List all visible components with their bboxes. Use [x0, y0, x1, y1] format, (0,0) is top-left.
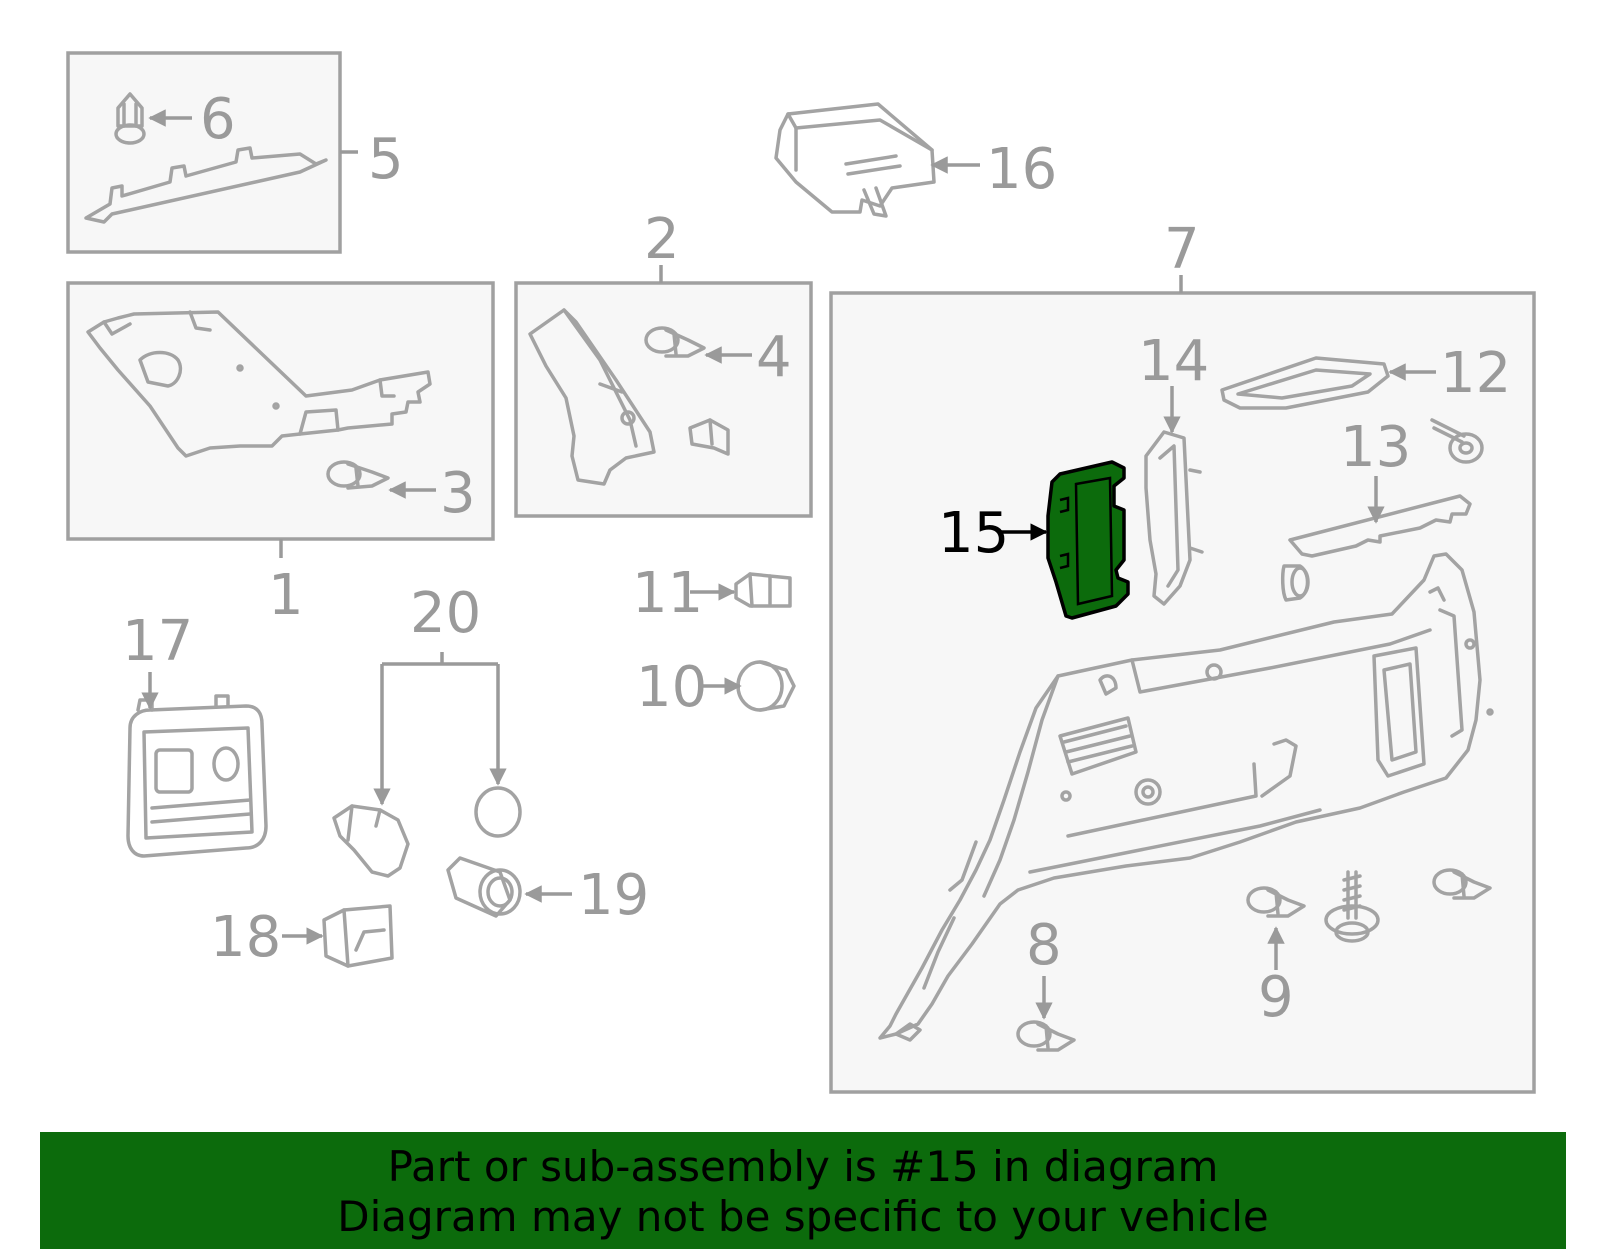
callout-11: 11: [632, 561, 703, 626]
part-4-clip-icon: [644, 326, 706, 358]
screw-icon: [1430, 418, 1484, 464]
callout-10: 10: [636, 655, 707, 720]
small-clip-icon: [1280, 564, 1310, 602]
part-15-highlighted-panel-icon: [1046, 460, 1130, 620]
notice-banner: Part or sub-assembly is #15 in diagram D…: [40, 1132, 1566, 1249]
part-1-upper-quarter-trim-icon: [86, 310, 432, 458]
part-8-clip-icon: [1016, 1020, 1076, 1052]
callout-13: 13: [1340, 415, 1411, 480]
callout-12: 12: [1440, 341, 1511, 406]
part-13-trim-rail-icon: [1288, 494, 1472, 558]
callout-2: 2: [644, 207, 680, 272]
callout-17: 17: [122, 609, 193, 674]
clip-icon: [1432, 868, 1492, 900]
group-box-7: [829, 291, 1536, 1094]
part-7-quarter-trim-panel-icon: [878, 552, 1494, 1042]
callout-9: 9: [1258, 965, 1294, 1030]
callout-3: 3: [440, 461, 476, 526]
banner-line-1: Part or sub-assembly is #15 in diagram: [387, 1142, 1219, 1191]
callout-6: 6: [200, 87, 236, 152]
callout-5: 5: [368, 127, 404, 192]
part-12-handle-icon: [1220, 356, 1390, 410]
callout-15: 15: [938, 501, 1009, 566]
part-6-clip-icon: [114, 92, 146, 145]
bolt-icon: [1324, 870, 1380, 943]
callout-4: 4: [756, 325, 792, 390]
callout-16: 16: [986, 137, 1057, 202]
banner-line-2: Diagram may not be specific to your vehi…: [337, 1192, 1269, 1241]
callout-8: 8: [1026, 913, 1062, 978]
part-20-bulb-icon: [474, 786, 522, 838]
part-14-garnish-icon: [1144, 430, 1204, 606]
group-box-2: [514, 281, 813, 518]
part-16-module-icon: [774, 102, 936, 218]
callout-18: 18: [210, 905, 281, 970]
part-18-bracket-icon: [322, 904, 394, 968]
part-11-clip-icon: [734, 572, 792, 608]
callout-14: 14: [1138, 329, 1209, 394]
group-box-5: [66, 51, 342, 254]
group-box-1: [66, 281, 495, 541]
part-20-socket-icon: [332, 804, 410, 878]
callout-7: 7: [1164, 217, 1200, 282]
part-3-clip-icon: [326, 460, 390, 490]
part-2-pillar-trim-icon: [528, 308, 656, 486]
part-9-clip-icon: [1246, 886, 1306, 918]
part-10-cap-icon: [736, 660, 796, 712]
callout-19: 19: [578, 863, 649, 928]
part-5-trim-rail-icon: [84, 146, 328, 224]
bracket-icon: [688, 418, 730, 456]
callout-1: 1: [268, 563, 304, 628]
part-19-socket-icon: [446, 856, 522, 918]
part-17-lamp-icon: [126, 694, 268, 858]
callout-20: 20: [410, 581, 481, 646]
